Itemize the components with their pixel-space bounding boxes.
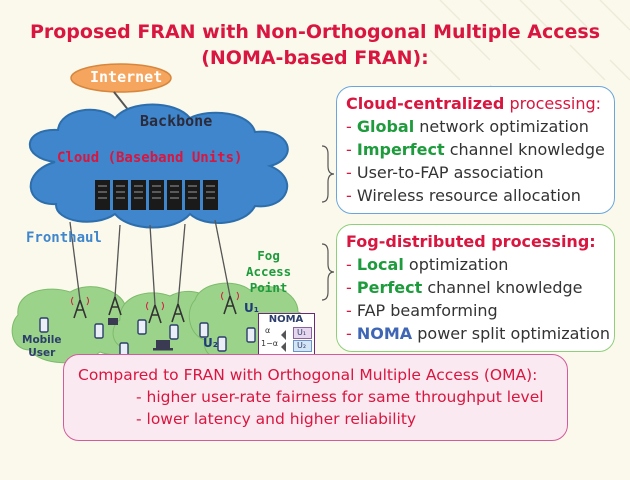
cloud-box-item-bold: Imperfect bbox=[356, 140, 445, 159]
user-u1-label: U₁ bbox=[244, 301, 259, 315]
fog-box-item: - Perfect channel knowledge bbox=[346, 277, 583, 299]
cloud-box-item: - Global network optimization bbox=[346, 116, 589, 138]
cloud-box-item-bold: Global bbox=[356, 117, 415, 136]
cloud-box-item-dash: - bbox=[346, 186, 357, 205]
fap-label-line2: Access bbox=[246, 264, 292, 279]
slide-title-line1: Proposed FRAN with Non-Orthogonal Multip… bbox=[29, 21, 601, 43]
fog-box-item-dash: - bbox=[346, 278, 357, 297]
noma-u2-bar: U₂ bbox=[293, 340, 312, 352]
internet-label: Internet bbox=[90, 68, 163, 86]
fronthaul-links bbox=[69, 219, 231, 306]
comparison-line3: - lower latency and higher reliability bbox=[136, 410, 417, 428]
fog-box-item-dash: - bbox=[346, 324, 357, 343]
mobile-user-label-line1: Mobile bbox=[22, 334, 62, 346]
cloud-box-heading-bold: Cloud-centralized bbox=[346, 94, 505, 113]
noma-one-minus-alpha-label: 1−α bbox=[261, 339, 279, 348]
fog-box-item-text: power split optimization bbox=[412, 324, 611, 343]
fog-box-item-text: channel knowledge bbox=[422, 278, 583, 297]
cloud-processing-box: Cloud-centralized processing: - Global n… bbox=[336, 86, 615, 214]
cloud-box-item-text: Wireless resource allocation bbox=[356, 186, 581, 205]
fog-box-item: - Local optimization bbox=[346, 254, 508, 276]
coverage-areas bbox=[11, 282, 310, 367]
fog-box-item-text: optimization bbox=[403, 255, 509, 274]
cloud-box-heading-rest: processing: bbox=[504, 94, 602, 113]
fog-box-item-dash: - bbox=[346, 255, 357, 274]
mobile-devices bbox=[39, 317, 256, 358]
cloud-box-item-text: User-to-FAP association bbox=[356, 163, 544, 182]
fap-label-line3: Point bbox=[249, 280, 288, 295]
fog-box-bracket bbox=[321, 243, 335, 301]
fog-box-heading: Fog-distributed processing: bbox=[346, 232, 596, 251]
cloud-box-heading: Cloud-centralized processing: bbox=[346, 93, 601, 115]
cloud-box-bracket bbox=[321, 145, 335, 203]
cloud-box-item: - Imperfect channel knowledge bbox=[346, 139, 605, 161]
fog-box-item-text: FAP beamforming bbox=[356, 301, 498, 320]
cloud-box-item-text: channel knowledge bbox=[444, 140, 605, 159]
cloud-box-item: - User-to-FAP association bbox=[346, 162, 544, 184]
fog-access-points bbox=[73, 295, 237, 324]
cloud-box-item-dash: - bbox=[346, 140, 357, 159]
cloud-box-item-text: network optimization bbox=[414, 117, 589, 136]
fap-label: Fog Access Point bbox=[246, 248, 291, 296]
internet-bubble bbox=[70, 63, 172, 93]
fronthaul-label: Fronthaul bbox=[26, 230, 102, 246]
fog-box-item-bold: NOMA bbox=[356, 324, 413, 343]
user-u2-label: U₂ bbox=[203, 336, 218, 350]
noma-u1-label: U₁ bbox=[297, 328, 307, 337]
noma-u2-label: U₂ bbox=[297, 341, 307, 350]
cloud-box-item: - Wireless resource allocation bbox=[346, 185, 581, 207]
noma-inset: NOMA α 1−α U₁ U₂ bbox=[258, 313, 315, 356]
laptop-devices bbox=[108, 318, 173, 351]
noma-u1-bar: U₁ bbox=[293, 327, 312, 339]
noma-power-split-icon bbox=[281, 330, 286, 352]
fog-box-item-dash: - bbox=[346, 301, 357, 320]
comparison-box: Compared to FRAN with Orthogonal Multipl… bbox=[63, 354, 568, 441]
comparison-line2: - higher user-rate fairness for same thr… bbox=[136, 388, 544, 406]
cloud-box-item-dash: - bbox=[346, 163, 357, 182]
fog-box-item-bold: Perfect bbox=[356, 278, 423, 297]
mobile-user-label-line2: User bbox=[28, 347, 56, 359]
comparison-line1: Compared to FRAN with Orthogonal Multipl… bbox=[78, 366, 538, 384]
slide-title-line2: (NOMA-based FRAN): bbox=[201, 47, 429, 69]
cloud-shape bbox=[28, 103, 289, 229]
noma-inset-title: NOMA bbox=[268, 314, 304, 325]
fap-label-line1: Fog bbox=[257, 248, 280, 263]
backbone-label: Backbone bbox=[140, 112, 213, 130]
baseband-servers bbox=[95, 180, 218, 210]
cloud-label: Cloud (Baseband Units) bbox=[57, 150, 243, 166]
antenna-signal-waves bbox=[71, 291, 239, 311]
cloud-box-item-dash: - bbox=[346, 117, 357, 136]
fog-box-item-bold: Local bbox=[356, 255, 404, 274]
fog-processing-box: Fog-distributed processing: - Local opti… bbox=[336, 224, 615, 352]
fog-box-item: - NOMA power split optimization bbox=[346, 323, 610, 345]
mobile-user-label: Mobile User bbox=[22, 334, 62, 360]
fog-box-item: - FAP beamforming bbox=[346, 300, 498, 322]
noma-alpha-label: α bbox=[265, 326, 271, 335]
